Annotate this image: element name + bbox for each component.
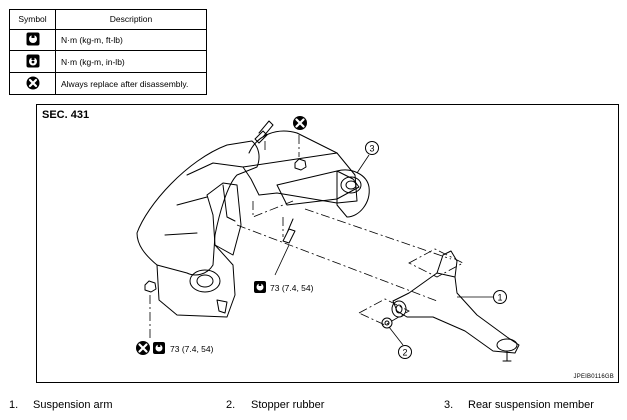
rear-member-bushing — [340, 176, 362, 194]
section-label: SEC. 431 — [42, 109, 90, 121]
crossmember-beam — [242, 152, 358, 204]
symbol-legend-table: Symbol Description N·m (kg-m, ft-lb) N·m… — [9, 9, 207, 95]
centre-bolt — [282, 218, 296, 244]
callout-3: 3 — [365, 141, 379, 155]
stopper-rubber — [381, 317, 393, 329]
guide-line-vertical-b — [252, 200, 294, 218]
lower-nut — [144, 280, 157, 293]
legend-header-row: Symbol Description — [9, 9, 207, 30]
arm-ball-joint — [496, 338, 518, 352]
member-tower — [206, 182, 242, 256]
callout-2-label: 2 — [402, 348, 407, 358]
torque-wrench-icon — [26, 32, 39, 46]
torque-value-upper: 73 (7.4, 54) — [270, 283, 314, 293]
part-2-name: Stopper rubber — [251, 399, 325, 411]
upper-nut — [294, 158, 307, 171]
legend-header-symbol: Symbol — [9, 9, 56, 30]
legend-desc-torque-ftlb: N·m (kg-m, ft-lb) — [55, 28, 207, 52]
legend-desc-torque-inlb: N·m (kg-m, in-lb) — [55, 50, 207, 74]
part-1-name: Suspension arm — [33, 399, 113, 411]
leader-3 — [356, 154, 370, 174]
torque-wrench-icon — [153, 342, 165, 354]
legend-row-always-replace: Always replace after disassembly. — [9, 72, 207, 95]
member-lower-bracket — [156, 244, 236, 318]
callout-1: 1 — [493, 290, 507, 304]
leader-2 — [388, 326, 404, 346]
rear-member-end — [336, 169, 370, 218]
torque-value-lower: 73 (7.4, 54) — [170, 344, 214, 354]
legend-row-torque-inlb: N·m (kg-m, in-lb) — [9, 50, 207, 74]
always-replace-icon — [293, 116, 307, 130]
part-2-number: 2. — [226, 399, 236, 411]
guide-line-upper — [304, 208, 452, 260]
always-replace-icon — [26, 76, 39, 90]
torque-wrench-inlb-icon — [26, 54, 39, 68]
guide-line-middle — [236, 224, 438, 302]
member-left-web — [164, 162, 244, 236]
guide-line-box-a — [408, 248, 464, 278]
guide-line-box-b — [358, 298, 410, 326]
callout-1-label: 1 — [497, 293, 502, 303]
parts-list: 1. Suspension arm 2. Stopper rubber 3. R… — [0, 399, 627, 415]
member-left-body — [136, 140, 260, 276]
suspension-arm — [392, 272, 520, 354]
legend-row-torque-ftlb: N·m (kg-m, ft-lb) — [9, 28, 207, 52]
leader-torque-upper — [274, 244, 290, 276]
part-3-number: 3. — [444, 399, 454, 411]
callout-2: 2 — [398, 345, 412, 359]
upper-bolt — [254, 120, 274, 144]
part-1-number: 1. — [9, 399, 19, 411]
torque-wrench-icon — [254, 281, 266, 293]
always-replace-icon — [136, 341, 150, 355]
callout-3-label: 3 — [369, 144, 374, 154]
suspension-drawing: 1 2 3 — [136, 116, 520, 362]
part-3-name: Rear suspension member — [468, 399, 594, 411]
diagram-frame: SEC. 431 — [36, 104, 619, 383]
figure-code: JPEIB0116GB — [573, 374, 614, 380]
legend-header-description: Description — [55, 9, 207, 30]
lower-bushing — [189, 269, 221, 293]
legend-desc-always-replace: Always replace after disassembly. — [55, 72, 207, 95]
